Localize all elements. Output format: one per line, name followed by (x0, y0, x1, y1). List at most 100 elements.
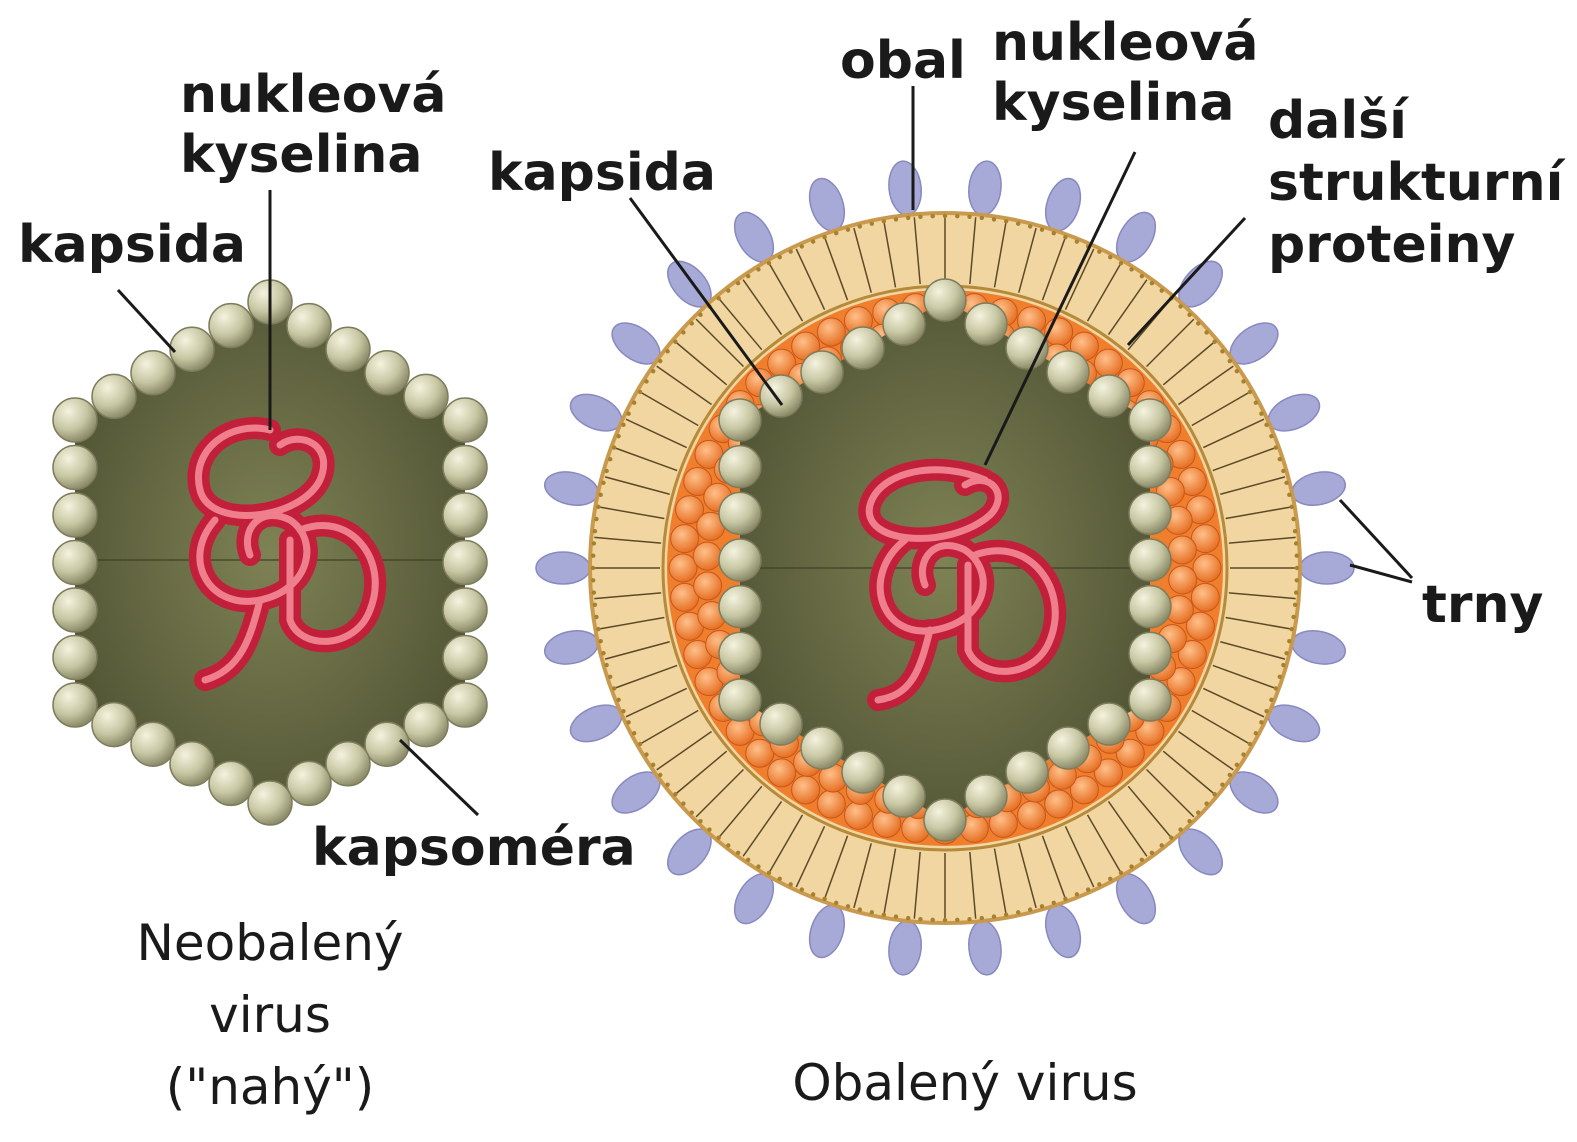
capsomere (1129, 679, 1171, 721)
naked-caption-line-1: Neobalený (136, 914, 403, 972)
lipid-head (690, 810, 694, 814)
spike (966, 160, 1003, 217)
lipid-head (1119, 261, 1123, 265)
lipid-head (707, 827, 711, 831)
lipid-head (1241, 752, 1245, 756)
lipid-head (612, 686, 616, 690)
lipid-head (811, 239, 815, 243)
lipid-head (967, 917, 971, 921)
lipid-head (746, 274, 750, 278)
lipid-head (894, 217, 898, 221)
lipid-head (1086, 887, 1090, 891)
lipid-head (665, 783, 669, 787)
lipid-head (1294, 541, 1298, 545)
lipid-head (1016, 910, 1020, 914)
lipid-head (1293, 603, 1297, 607)
matrix-protein (817, 318, 845, 346)
proteins-label-1: další (1268, 91, 1410, 151)
capsomere (1129, 399, 1171, 441)
lipid-head (955, 214, 959, 218)
lipid-head (1040, 227, 1044, 231)
lipid-head (756, 267, 760, 271)
naked-nucleic-acid-label-1: nukleová (180, 65, 446, 125)
lipid-head (1196, 810, 1200, 814)
lipid-head (598, 639, 602, 643)
lipid-head (811, 892, 815, 896)
lipid-head (644, 752, 648, 756)
capsomere (965, 775, 1007, 817)
lipid-head (918, 917, 922, 921)
lipid-head (698, 819, 702, 823)
lipid-head (746, 858, 750, 862)
lipid-head (726, 843, 730, 847)
lipid-head (594, 517, 598, 521)
lipid-head (788, 882, 792, 886)
lipid-head (1028, 907, 1032, 911)
matrix-protein (768, 759, 796, 787)
lipid-head (955, 918, 959, 922)
lipid-head (1278, 675, 1282, 679)
capsomere (443, 493, 487, 537)
lipid-head (1254, 401, 1258, 405)
capsomere (719, 492, 761, 534)
lipid-head (1004, 219, 1008, 223)
matrix-protein (1018, 801, 1046, 829)
matrix-protein (671, 525, 699, 553)
lipid-head (632, 401, 636, 405)
lipid-head (1075, 892, 1079, 896)
lipid-head (1160, 288, 1164, 292)
capsomere (53, 541, 97, 585)
lipid-head (1259, 720, 1263, 724)
capsomere (801, 727, 843, 769)
lipid-head (992, 914, 996, 918)
lipid-head (778, 255, 782, 259)
lipid-head (592, 541, 596, 545)
lipid-head (601, 481, 605, 485)
lipid-head (1119, 871, 1123, 875)
capsomere (1088, 375, 1130, 417)
lipid-head (1108, 255, 1112, 259)
lipid-head (1269, 434, 1273, 438)
naked-capsomere-leader (400, 740, 478, 815)
naked-capsomere-label: kapsoméra (312, 818, 636, 878)
capsomere (883, 303, 925, 345)
capsomere (443, 541, 487, 585)
envelope-label: obal (840, 31, 966, 91)
capsomere (760, 703, 802, 745)
lipid-head (1212, 340, 1216, 344)
lipid-head (1178, 827, 1182, 831)
capsomere (365, 351, 409, 395)
enveloped-nucleic-acid-label-2: kyselina (992, 73, 1234, 133)
capsomere (719, 632, 761, 674)
lipid-head (870, 910, 874, 914)
capsomere (326, 742, 370, 786)
lipid-head (834, 901, 838, 905)
lipid-head (980, 916, 984, 920)
spike (542, 467, 601, 510)
lipid-head (1241, 379, 1245, 383)
capsomere (53, 636, 97, 680)
lipid-head (1278, 457, 1282, 461)
lipid-head (1140, 274, 1144, 278)
lipid-head (601, 651, 605, 655)
lipid-head (1169, 835, 1173, 839)
lipid-head (1291, 517, 1295, 521)
lipid-head (800, 244, 804, 248)
lipid-head (894, 914, 898, 918)
lipid-head (1212, 792, 1216, 796)
spike (542, 626, 601, 669)
naked-capsid-leader (118, 290, 175, 352)
lipid-head (882, 912, 886, 916)
lipid-head (598, 493, 602, 497)
lipid-head (658, 359, 662, 363)
lipid-head (1284, 481, 1288, 485)
lipid-head (681, 330, 685, 334)
lipid-head (593, 603, 597, 607)
lipid-head (1281, 469, 1285, 473)
lipid-head (1097, 249, 1101, 253)
lipid-head (1287, 639, 1291, 643)
capsomere (92, 374, 136, 418)
matrix-protein (792, 776, 820, 804)
enveloped-capsid-label: kapsida (488, 143, 716, 203)
lipid-head (931, 918, 935, 922)
